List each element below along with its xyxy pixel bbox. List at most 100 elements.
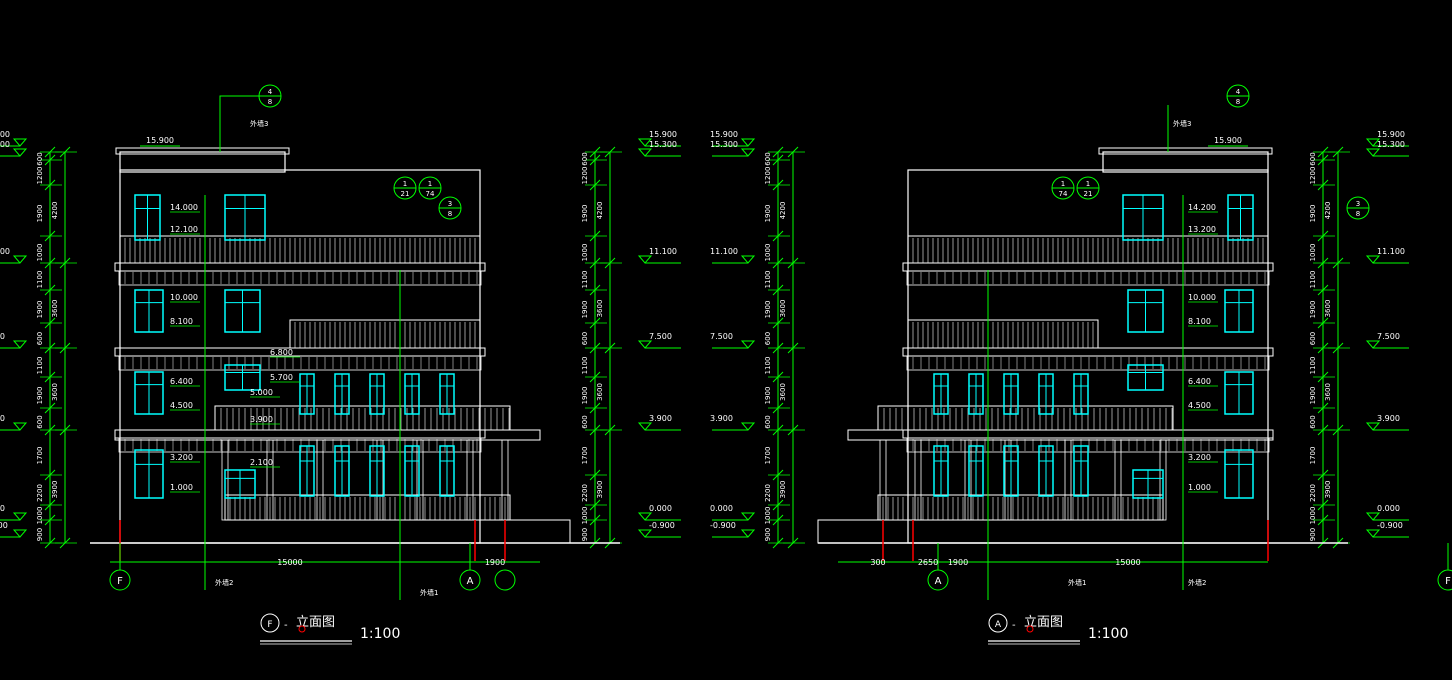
level-triangle — [12, 529, 28, 538]
level-label: 15.300 — [649, 140, 677, 149]
dimension-label: 1200 — [581, 167, 589, 185]
level-triangle — [1365, 255, 1381, 264]
level-triangle — [637, 422, 653, 431]
level-label: 7.500 — [1377, 332, 1400, 341]
axis-bubble — [927, 569, 949, 591]
dimension-label: 1900 — [1309, 205, 1317, 223]
dimension-label: 1100 — [581, 357, 589, 375]
dimension-label: 600 — [36, 415, 44, 428]
axis-label: F — [117, 576, 123, 587]
level-label: 15.300 — [0, 140, 10, 149]
dimension-label: 1900 — [764, 205, 772, 223]
level-triangle — [12, 138, 28, 147]
dimension-label: 900 — [764, 528, 772, 541]
level-label: -0.900 — [0, 521, 8, 530]
title-axis-symbol: A — [995, 620, 1002, 630]
dimension-label: 600 — [581, 152, 589, 165]
wall-note: 外墙3 — [250, 119, 268, 128]
level-triangle — [740, 529, 756, 538]
callout-bottom-number: 21 — [401, 190, 410, 198]
dimension-label: 1700 — [764, 447, 772, 465]
dimension-label: 900 — [1309, 528, 1317, 541]
callout-bottom-number: 74 — [1059, 190, 1068, 198]
level-triangle — [740, 340, 756, 349]
dimension-label: 3600 — [779, 383, 787, 401]
roof-coping — [1098, 147, 1273, 155]
dimension-label: 3900 — [1324, 481, 1332, 499]
cornice-dentil — [906, 355, 1270, 371]
level-triangle — [740, 138, 756, 147]
window-level-label: 8.100 — [1188, 317, 1211, 326]
dimension-label: 1900 — [581, 205, 589, 223]
entry-step — [817, 519, 909, 544]
dimension-label: 600 — [1309, 332, 1317, 345]
level-triangle — [12, 512, 28, 521]
dimension-label: 1100 — [36, 357, 44, 375]
dimension-label: 1700 — [36, 447, 44, 465]
dimension-label: 1000 — [36, 507, 44, 525]
dimension-label: 1100 — [581, 271, 589, 289]
window-level-label: 3.200 — [170, 453, 193, 462]
dimension-label: 1700 — [581, 447, 589, 465]
railing-frame — [877, 494, 1164, 521]
dimension-label: 1900 — [581, 301, 589, 319]
window-level-label: 13.200 — [1188, 225, 1216, 234]
dimension-label: 900 — [36, 528, 44, 541]
dimension-label: 1100 — [36, 271, 44, 289]
dimension-label: 600 — [36, 332, 44, 345]
level-label: 3.900 — [710, 414, 733, 423]
roof-level-label: 15.900 — [146, 136, 174, 145]
dimension-label: 600 — [1309, 415, 1317, 428]
callout-top-number: 1 — [1061, 180, 1065, 188]
level-triangle — [637, 512, 653, 521]
window-level-label: 3.200 — [1188, 453, 1211, 462]
level-triangle — [12, 422, 28, 431]
title-scale: 1:100 — [1088, 626, 1128, 642]
roof-level-label: 15.900 — [1214, 136, 1242, 145]
roof-parapet — [1102, 151, 1269, 173]
veranda-roof — [114, 429, 541, 441]
dimension-label: 3600 — [1324, 383, 1332, 401]
dimension-label: 600 — [764, 415, 772, 428]
wall-note: 外墙2 — [1188, 578, 1206, 587]
dimension-label: 3600 — [51, 383, 59, 401]
dimension-label: 1000 — [1309, 507, 1317, 525]
dimension-label: 3600 — [1324, 300, 1332, 318]
floor-band — [902, 262, 1274, 272]
dimension-label: 1100 — [764, 357, 772, 375]
callout-bottom-number: 21 — [1084, 190, 1093, 198]
dimension-label: 1900 — [36, 205, 44, 223]
dimension-label: 4200 — [51, 202, 59, 220]
level-triangle — [1365, 148, 1381, 157]
dimension-label: 1100 — [1309, 357, 1317, 375]
level-label: 15.900 — [0, 130, 10, 139]
bottom-dimension-label: 2650 — [918, 558, 938, 567]
level-triangle — [637, 529, 653, 538]
dimension-label: 1000 — [764, 244, 772, 262]
dimension-label: 1900 — [764, 301, 772, 319]
right-elevation-a-f: 15.90015.30011.1007.5003.9000.000-0.9001… — [710, 84, 1452, 645]
level-triangle — [637, 340, 653, 349]
level-label: 15.300 — [710, 140, 738, 149]
floor-band — [114, 347, 486, 357]
window-level-label: 1.000 — [170, 483, 193, 492]
dimension-label: 2200 — [36, 484, 44, 502]
level-triangle — [12, 148, 28, 157]
level-label: 15.300 — [1377, 140, 1405, 149]
window-level-label: 14.200 — [1188, 203, 1216, 212]
dimension-label: 1900 — [581, 387, 589, 405]
level-label: 3.900 — [649, 414, 672, 423]
wall-note: 外墙2 — [215, 578, 233, 587]
window-level-label: 10.000 — [1188, 293, 1216, 302]
dimension-label: 1200 — [764, 167, 772, 185]
level-triangle — [12, 255, 28, 264]
railing-frame — [224, 494, 511, 521]
dimension-label: 1000 — [581, 244, 589, 262]
level-triangle — [637, 148, 653, 157]
window-level-label: 5.000 — [250, 388, 273, 397]
floor-band — [114, 262, 486, 272]
level-triangle — [1365, 422, 1381, 431]
title-dash: - — [284, 620, 288, 631]
level-label: 11.100 — [710, 247, 738, 256]
